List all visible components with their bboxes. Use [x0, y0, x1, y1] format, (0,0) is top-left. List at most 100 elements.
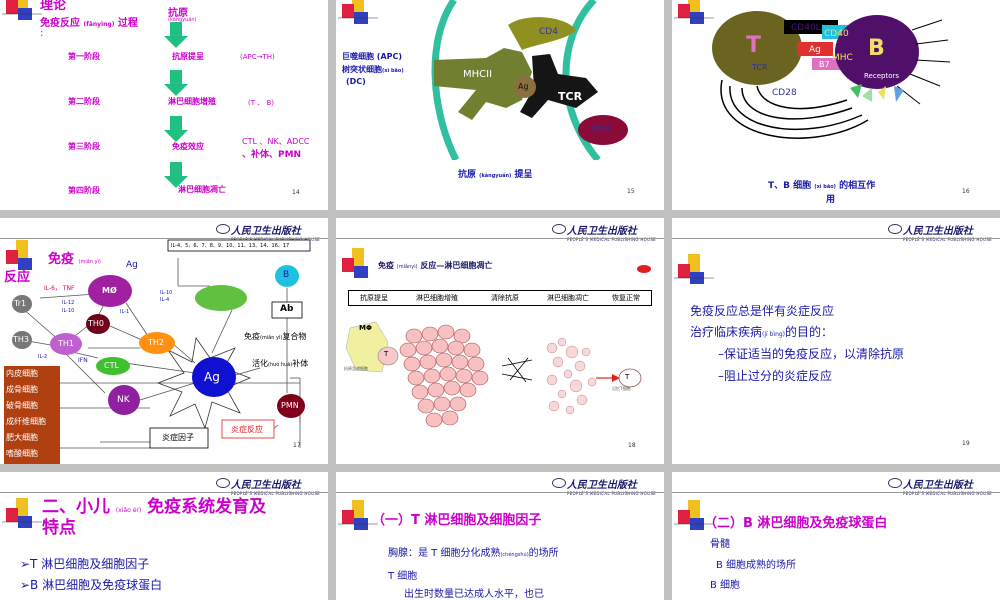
- publisher-logo-icon: [888, 478, 902, 488]
- corner-decoration: [2, 0, 42, 20]
- corner-decoration: [338, 0, 378, 24]
- cd3-label: CD3: [591, 125, 610, 135]
- step-4: 淋巴细胞凋亡: [178, 185, 226, 194]
- slide-title: 二、小儿 (xiǎo ér) 免疫系统发育及: [42, 492, 266, 517]
- phase-item: 清除抗原: [491, 294, 519, 302]
- title-pinyin: (miǎn yì): [78, 259, 101, 265]
- corner-decoration: [674, 500, 714, 530]
- caption-end: 提呈: [514, 170, 533, 180]
- publisher-name: 人民卫生出版社: [230, 226, 301, 237]
- ag-label: Ag: [809, 45, 821, 55]
- corner-decoration: [342, 248, 368, 278]
- il10b-label: IL-10: [160, 290, 173, 296]
- memory-t-caption: 记忆T细胞: [612, 386, 631, 391]
- activate-pinyin: (huó huà): [268, 362, 293, 368]
- bullet-1: –保证适当的免疫反应，以清除抗原: [718, 347, 905, 361]
- publisher-sub: PEOPLE'S MEDICAL PUBLISHING HOUSE: [566, 491, 656, 496]
- publisher-name: 人民卫生出版社: [566, 226, 637, 237]
- note-3b: 、补体、PMN: [242, 150, 302, 160]
- line1-end: 的场所: [528, 548, 559, 559]
- body-line-3: 出生时数量已达成人水平，也已: [404, 589, 544, 600]
- body-line-3: B 细胞: [710, 580, 741, 591]
- page-number: 15: [627, 188, 635, 195]
- publisher-name: 人民卫生出版社: [902, 480, 973, 491]
- publisher-sub: PEOPLE'S MEDICAL PUBLISHING HOUSE: [230, 237, 320, 242]
- phase-bar: 抗原提呈 淋巴细胞增殖 清除抗原 淋巴细胞凋亡 恢复正常: [348, 290, 652, 306]
- tr1-label: Tr1: [14, 299, 27, 308]
- complex-end: 复合物: [282, 332, 307, 341]
- slide-title: 免疫反应 (fǎnyìng) 过程: [40, 14, 138, 29]
- title-pinyin: (xiǎo ér): [115, 507, 142, 514]
- th2-label: TH2: [148, 338, 164, 347]
- ag-center-label: Ag: [204, 370, 220, 384]
- cell-list: 内皮细胞 成骨细胞 破骨细胞 成纤维细胞 肥大细胞 嗜酸细胞: [6, 368, 60, 464]
- ag-top-label: Ag: [126, 260, 138, 270]
- publisher-logo-icon: [552, 478, 566, 488]
- publisher-logo-icon: [216, 224, 230, 234]
- slide-15[interactable]: CD4 MHCII Ag TCR CD3 巨噬细胞 (APC) 树突状细胞(xì…: [336, 0, 664, 210]
- bullet-1: ➢T 淋巴细胞及细胞因子: [20, 557, 150, 571]
- body-line-1: 免疫反应总是伴有炎症反应: [690, 304, 835, 318]
- il2-label: IL-2: [38, 354, 48, 360]
- inflammatory-factor-label: 炎症因子: [162, 433, 194, 442]
- activate-end: 补体: [292, 359, 309, 368]
- caption-pinyin: (xì bāo): [814, 184, 836, 190]
- pmn-label: PMN: [281, 401, 299, 410]
- line2-text: 治疗临床疾病: [690, 325, 763, 339]
- caption-pinyin: (kàngyuán): [479, 173, 512, 179]
- header-rule: [0, 492, 328, 493]
- cd28-label: CD28: [772, 88, 797, 98]
- macrophage-label: MØ: [102, 286, 117, 295]
- il10a-label: IL-10: [62, 308, 75, 314]
- title-end: 免疫系统发育及: [147, 497, 267, 517]
- slide-14[interactable]: 理论 免疫反应 (fǎnyìng) 过程 : 抗原 (kàngyuán) 第一阶…: [0, 0, 328, 210]
- interleukin-list: IL-4、5、6、7、8、9、10、11、13、14、16、17: [171, 243, 290, 249]
- bullet-2: ➢B 淋巴细胞及免疫球蛋白: [20, 578, 163, 592]
- slide-title-fragment: 反应: [4, 270, 31, 285]
- cell-item: 破骨细胞: [6, 401, 38, 410]
- title-pinyin: (fǎnyìng): [83, 21, 115, 28]
- slide-title: （二）B 淋巴细胞及免疫球蛋白: [704, 516, 888, 531]
- ag-label: Ag: [518, 82, 529, 91]
- corner-decoration: [674, 254, 714, 284]
- note-2: (T 、 B): [248, 99, 274, 107]
- cell-item: 内皮细胞: [6, 369, 38, 378]
- title-end: 反应—淋巴细胞凋亡: [420, 261, 493, 270]
- body-line-2: B 细胞成熟的场所: [716, 560, 797, 571]
- note-1: (APC→TH): [240, 53, 275, 61]
- title-text: 免疫: [378, 261, 394, 270]
- mhc-label: MHCII: [463, 69, 493, 80]
- slide-title-fragment: 理论: [40, 0, 67, 13]
- publisher-logo-icon: [216, 478, 230, 488]
- colon: :: [40, 28, 44, 39]
- title-pinyin: (miǎnyì): [396, 264, 418, 270]
- slide-16[interactable]: T TCR CD40L CD40 Ag MHC B7 CD28 B Recept…: [672, 0, 1000, 210]
- cell-item: 成骨细胞: [6, 385, 38, 394]
- stage-4: 第四阶段: [68, 186, 100, 195]
- ifn-label: IFN: [78, 357, 88, 364]
- memory-t-label: T: [625, 373, 630, 381]
- header-rule: [0, 238, 328, 239]
- activate-text: 活化: [252, 359, 268, 368]
- line1-text: 胸腺：是 T 细胞分化成熟: [388, 548, 501, 559]
- corner-decoration: [674, 0, 714, 24]
- caption-end: 的相互作: [839, 181, 876, 191]
- publisher-sub: PEOPLE'S MEDICAL PUBLISHING HOUSE: [566, 237, 656, 242]
- publisher-name: 人民卫生出版社: [566, 480, 637, 491]
- slide-title: 免疫 (miǎn yì): [48, 248, 101, 267]
- phase-item: 淋巴细胞增殖: [416, 294, 458, 302]
- cd40-label: CD40: [824, 29, 849, 39]
- header-rule: [336, 492, 664, 493]
- publisher-sub: PEOPLE'S MEDICAL PUBLISHING HOUSE: [902, 237, 992, 242]
